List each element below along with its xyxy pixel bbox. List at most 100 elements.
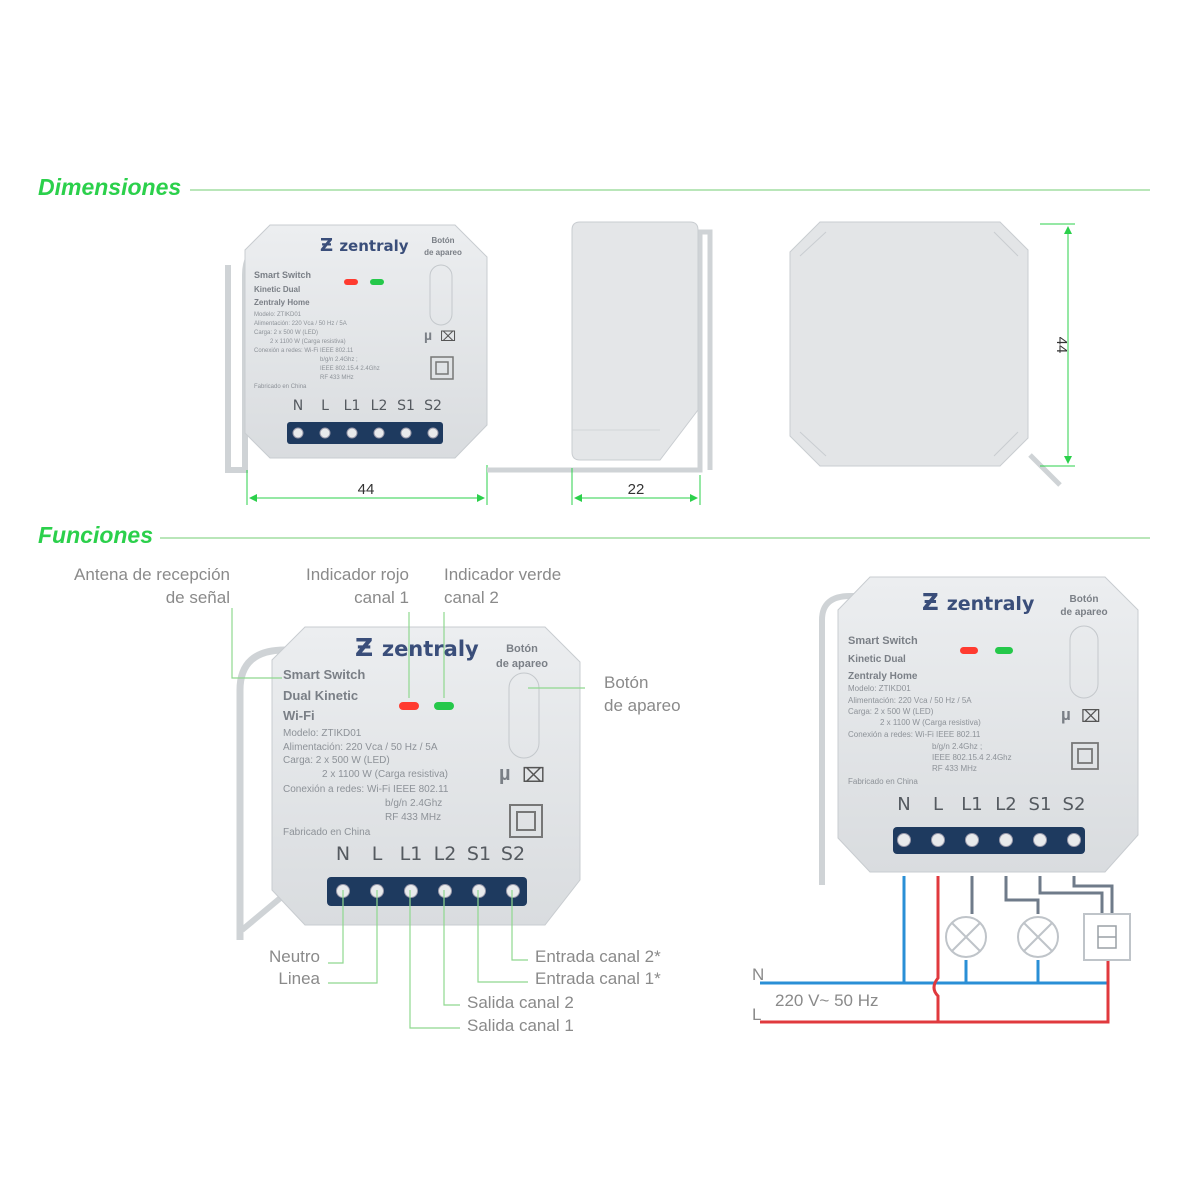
spec-large-6: b/g/n 2.4Ghz <box>385 798 442 809</box>
live-label: L <box>752 1005 761 1024</box>
brand-z-icon: Ƶ <box>922 590 947 616</box>
terminal-label-s1: S1 <box>1029 794 1052 815</box>
led-red-small <box>344 279 358 285</box>
spec-wiring-1: Modelo: ZTIKD01 <box>848 684 911 693</box>
callout-entrada1-line <box>477 890 528 983</box>
terminal-screw-s2 <box>427 427 439 439</box>
spec-wiring-8: RF 433 MHz <box>932 764 977 773</box>
pair-button-large <box>508 672 540 759</box>
antenna-wire-wiring <box>819 593 900 885</box>
side-body <box>571 221 699 461</box>
terminal-strip-large <box>327 877 527 906</box>
callout-linea: Linea <box>278 969 320 988</box>
spec-small-4: 2 x 1100 W (Carga resistiva) <box>270 339 346 345</box>
callout-entrada1: Entrada canal 1* <box>535 969 661 988</box>
spec-small-7: IEEE 802.15.4 2.4Ghz <box>320 366 380 372</box>
terminal-label-l: L <box>321 398 329 414</box>
callout-entrada2-line <box>511 890 528 961</box>
terminal-label-s2: S2 <box>501 843 525 865</box>
callout-entrada2: Entrada canal 2* <box>535 947 661 966</box>
pair-button-small <box>429 264 453 326</box>
mu-symbol-small: µ <box>424 327 432 343</box>
spec-wiring-2: Alimentación: 220 Vca / 50 Hz / 5A <box>848 696 972 705</box>
weee-bin-icon: ⌧ <box>1081 707 1101 727</box>
spec-large-4: 2 x 1100 W (Carga resistiva) <box>322 769 448 780</box>
led-green-wiring <box>995 647 1013 654</box>
wiring-view: Ƶ zentraly Botón de apareo Smart Switch … <box>752 576 1139 1024</box>
callout-pair-1: Botón <box>604 673 648 692</box>
terminal-label-s2: S2 <box>1063 794 1086 815</box>
pair-label-wiring-2: de apareo <box>1060 607 1107 618</box>
dim-width-label: 44 <box>358 481 375 498</box>
front-view-small: Ƶ zentraly Botón de apareo Smart Switch … <box>225 224 488 505</box>
callout-red-2: canal 1 <box>354 588 409 607</box>
terminal-label-s1: S1 <box>397 398 415 414</box>
neutral-wire <box>760 876 906 985</box>
terminal-label-l2: L2 <box>371 398 388 414</box>
neutral-label: N <box>752 965 764 984</box>
title-wiring-1: Smart Switch <box>848 635 918 647</box>
terminal-screws-small <box>292 427 439 439</box>
terminal-screw-l1 <box>346 427 358 439</box>
terminal-screw-s2 <box>1067 833 1081 847</box>
terminal-strip-wiring <box>893 827 1085 854</box>
title-wiring-3: Zentraly Home <box>848 671 918 682</box>
terminal-screw-n <box>897 833 911 847</box>
brand-z-icon: Ƶ <box>355 633 382 662</box>
callout-neutro-line <box>328 890 344 964</box>
terminal-screw-s1 <box>1033 833 1047 847</box>
terminal-screw-l1 <box>965 833 979 847</box>
terminal-label-l1: L1 <box>344 398 361 414</box>
terminal-screw-l2 <box>373 427 385 439</box>
callout-salida1: Salida canal 1 <box>467 1016 574 1035</box>
terminal-label-l: L <box>933 794 943 815</box>
terminal-screw-n <box>292 427 304 439</box>
terminal-label-l: L <box>372 843 383 865</box>
title-large-3: Wi-Fi <box>283 708 315 723</box>
terminal-screw-l1 <box>404 884 418 898</box>
made-in-small: Fabricado en China <box>254 384 307 390</box>
spec-large-7: RF 433 MHz <box>385 812 441 823</box>
device-body <box>244 224 488 459</box>
dim-depth-label: 22 <box>628 481 645 498</box>
double-insulation-icon <box>1071 742 1099 770</box>
pair-label-large-2: de apareo <box>496 658 548 670</box>
terminal-label-l1: L1 <box>961 794 982 815</box>
title-small-2: Kinetic Dual <box>254 285 300 294</box>
callout-red-1: Indicador rojo <box>306 565 409 584</box>
callout-neutro: Neutro <box>269 947 320 966</box>
terminal-label-s1: S1 <box>467 843 491 865</box>
callout-salida2-line <box>443 890 460 1006</box>
terminal-screw-l <box>931 833 945 847</box>
callout-linea-line <box>328 890 378 984</box>
callout-salida2: Salida canal 2 <box>467 993 574 1012</box>
terminal-strip-small <box>287 422 443 444</box>
terminal-label-n: N <box>897 794 910 815</box>
weee-bin-icon: ⌧ <box>522 763 545 787</box>
brand-logo-wiring: Ƶ zentraly <box>922 590 1035 616</box>
terminal-label-l1: L1 <box>400 843 423 865</box>
callout-green-1: Indicador verde <box>444 565 561 584</box>
mu-symbol-large: µ <box>499 763 511 785</box>
pair-label-small-1: Botón <box>431 236 454 245</box>
output2-wire <box>1004 876 1040 914</box>
back-view: 44 <box>789 221 1075 487</box>
pair-button-wiring <box>1069 625 1099 699</box>
spec-wiring-4: 2 x 1100 W (Carga resistiva) <box>880 718 981 727</box>
led-red-large <box>399 702 419 710</box>
double-insulation-icon <box>430 356 454 380</box>
callout-green-2: canal 2 <box>444 588 499 607</box>
spec-wiring-6: b/g/n 2.4Ghz ; <box>932 742 982 751</box>
functions-title: Funciones <box>38 522 153 548</box>
spec-small-8: RF 433 MHz <box>320 375 354 381</box>
title-large-1: Smart Switch <box>283 667 365 682</box>
made-in-wiring: Fabricado en China <box>848 777 918 786</box>
terminal-screw-s1 <box>400 427 412 439</box>
callout-antenna-line <box>231 608 282 679</box>
terminal-screws-wiring <box>897 833 1081 847</box>
mu-symbol-wiring: µ <box>1061 705 1071 724</box>
input2-wire <box>1072 876 1114 914</box>
pair-label-large-1: Botón <box>506 643 538 655</box>
